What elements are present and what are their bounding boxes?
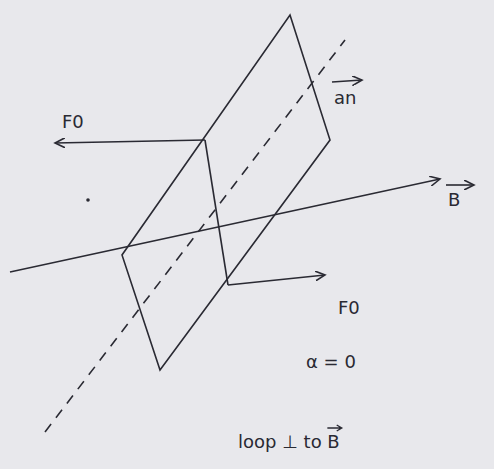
vector-label: B xyxy=(448,190,460,210)
note-text: loop ⊥ to B xyxy=(238,432,340,452)
vector-arrow xyxy=(327,425,341,431)
loop-section-line xyxy=(205,140,228,285)
angle-label: α = 0 xyxy=(306,352,356,372)
force-arrow xyxy=(55,140,205,143)
force-label: F0 xyxy=(338,298,360,318)
pencil-dot xyxy=(86,198,90,202)
vector-label: an xyxy=(334,88,356,108)
current-loop xyxy=(122,15,330,370)
vector-arrow xyxy=(332,80,362,82)
vector-arrow xyxy=(446,184,474,186)
rotation-axis xyxy=(45,40,345,432)
force-arrow xyxy=(228,275,325,285)
magnetic-field-line xyxy=(10,179,440,272)
force-label: F0 xyxy=(62,112,84,132)
